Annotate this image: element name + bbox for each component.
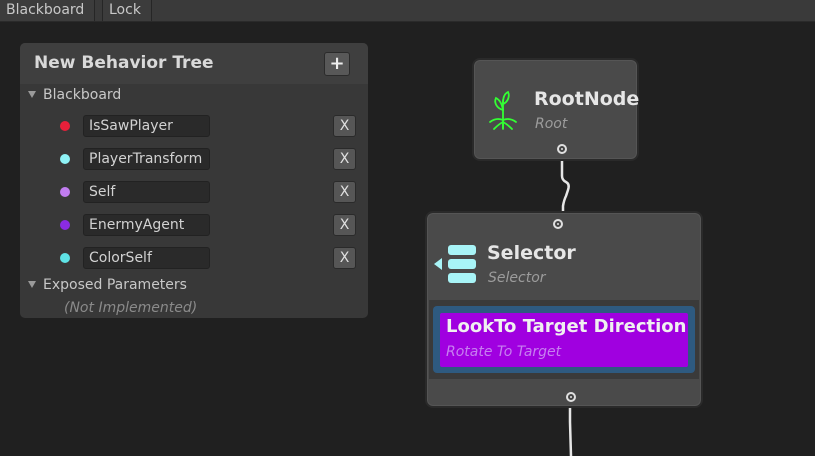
- sprout-icon: [489, 90, 517, 130]
- remove-variable-button[interactable]: X: [333, 247, 356, 269]
- variable-row: IsSawPlayer X: [20, 114, 368, 138]
- variable-row: Self X: [20, 180, 368, 204]
- variable-name-field[interactable]: PlayerTransform: [83, 148, 210, 170]
- child-node-title: LookTo Target Direction: [446, 316, 687, 337]
- variable-color-dot: [60, 154, 70, 164]
- blackboard-panel-header[interactable]: New Behavior Tree +: [20, 43, 368, 84]
- selector-node-title: Selector: [487, 242, 576, 264]
- exposed-parameters-foldout[interactable]: Exposed Parameters: [28, 277, 187, 293]
- variable-name-field[interactable]: Self: [83, 181, 210, 203]
- not-implemented-note: (Not Implemented): [64, 300, 198, 316]
- selector-list-icon: [434, 245, 476, 283]
- toolbar: Blackboard Lock: [0, 0, 815, 22]
- foldout-arrow-icon: [28, 281, 36, 288]
- variable-color-dot: [60, 121, 70, 131]
- blackboard-section-label: Blackboard: [43, 87, 122, 103]
- selector-output-port[interactable]: [566, 392, 576, 402]
- variable-name-field[interactable]: IsSawPlayer: [83, 115, 210, 137]
- panel-title: New Behavior Tree: [34, 53, 214, 73]
- variable-row: PlayerTransform X: [20, 147, 368, 171]
- blackboard-panel: New Behavior Tree + Blackboard IsSawPlay…: [20, 43, 368, 318]
- root-to-selector-edge: [560, 160, 570, 215]
- variable-name-field[interactable]: EnermyAgent: [83, 214, 210, 236]
- variable-row: EnermyAgent X: [20, 213, 368, 237]
- selector-output-edge: [568, 406, 573, 456]
- variable-name-field[interactable]: ColorSelf: [83, 247, 210, 269]
- add-variable-button[interactable]: +: [324, 52, 350, 76]
- variable-color-dot: [60, 187, 70, 197]
- lock-toggle-button[interactable]: Lock: [102, 0, 152, 21]
- root-node[interactable]: RootNode Root: [472, 58, 639, 161]
- root-node-subtitle: Root: [535, 116, 568, 132]
- remove-variable-button[interactable]: X: [333, 214, 356, 236]
- remove-variable-button[interactable]: X: [333, 115, 356, 137]
- lookto-target-node[interactable]: LookTo Target Direction Rotate To Target: [440, 313, 688, 367]
- variable-row: ColorSelf X: [20, 246, 368, 270]
- root-output-port[interactable]: [557, 144, 567, 154]
- child-node-slot[interactable]: LookTo Target Direction Rotate To Target: [433, 306, 695, 373]
- variable-color-dot: [60, 253, 70, 263]
- foldout-arrow-icon: [28, 91, 36, 98]
- root-node-title: RootNode: [534, 88, 640, 110]
- selector-node-subtitle: Selector: [488, 270, 546, 286]
- remove-variable-button[interactable]: X: [333, 181, 356, 203]
- remove-variable-button[interactable]: X: [333, 148, 356, 170]
- selector-input-port[interactable]: [553, 219, 563, 229]
- variable-color-dot: [60, 220, 70, 230]
- blackboard-section-foldout[interactable]: Blackboard: [28, 87, 121, 103]
- blackboard-toggle-button[interactable]: Blackboard: [0, 0, 95, 21]
- child-node-subtitle: Rotate To Target: [446, 344, 562, 360]
- exposed-parameters-label: Exposed Parameters: [43, 277, 187, 293]
